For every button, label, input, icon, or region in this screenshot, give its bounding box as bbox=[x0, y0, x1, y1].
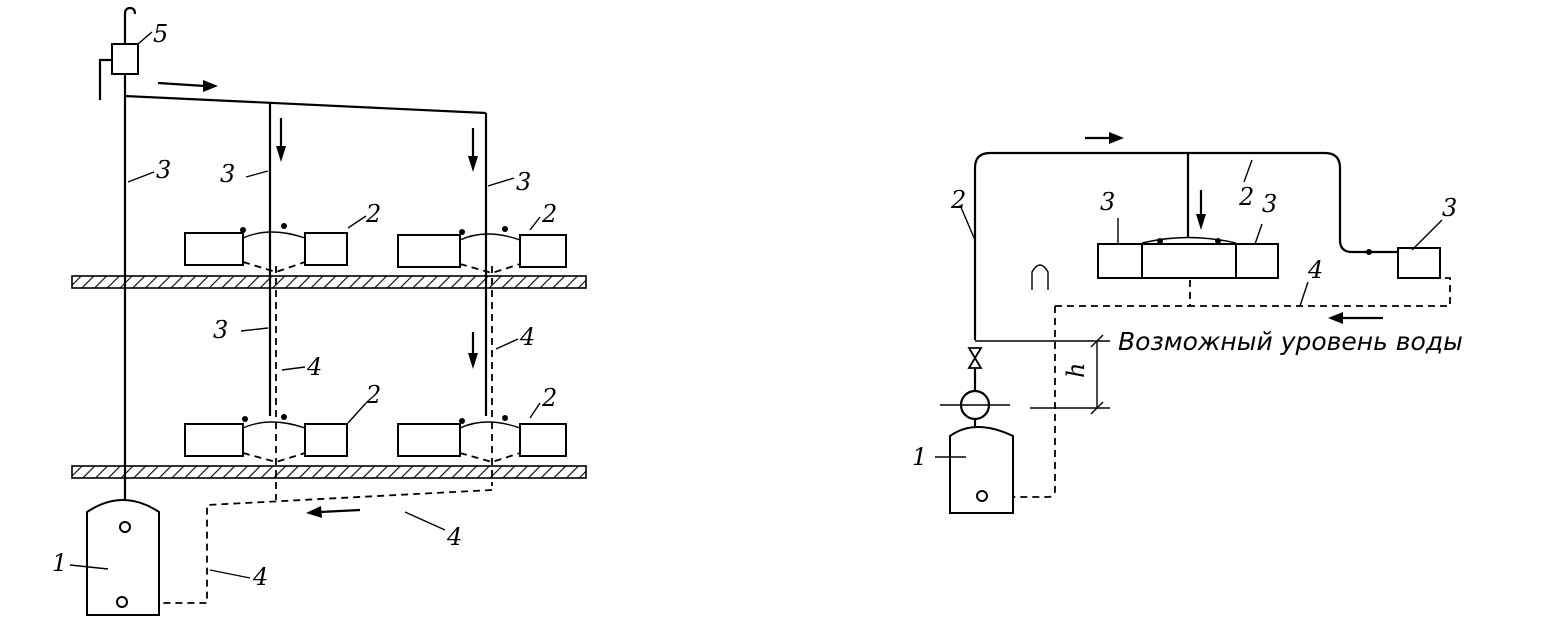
label-supply-riser-2: 3 bbox=[516, 168, 531, 196]
right-pump bbox=[940, 389, 1010, 426]
label-right-supply-main: 2 bbox=[1238, 183, 1254, 211]
flow-arrow-top bbox=[157, 80, 218, 92]
right-return-main bbox=[992, 306, 1056, 498]
right-down-arrow bbox=[1196, 190, 1206, 230]
right-scheme: Возможный уровень воды h bbox=[912, 132, 1463, 514]
radiator-group-upper-left bbox=[184, 223, 348, 273]
upper-floor-slab bbox=[71, 275, 587, 289]
label-right-boiler: 1 bbox=[912, 443, 927, 471]
lower-floor-slab bbox=[71, 465, 587, 479]
return-flow-arrow bbox=[306, 506, 361, 518]
right-air-vent bbox=[1031, 264, 1049, 290]
right-flow-arrow-top bbox=[1085, 132, 1124, 144]
expansion-tank bbox=[98, 6, 153, 100]
left-boiler bbox=[86, 499, 160, 616]
label-right-radiator-3: 3 bbox=[1442, 194, 1457, 222]
right-return-arrow bbox=[1328, 312, 1383, 324]
height-dimension bbox=[1030, 334, 1110, 415]
right-return-branch bbox=[1189, 277, 1451, 307]
left-scheme: 5 3 3 3 2 2 3 4 4 2 2 4 4 1 bbox=[52, 6, 587, 616]
radiator-group-lower-left bbox=[184, 414, 348, 463]
right-radiator-connector bbox=[1141, 236, 1237, 244]
down-arrow-riser-2 bbox=[468, 128, 478, 172]
label-right-radiator-2: 3 bbox=[1262, 190, 1277, 218]
label-return-to-boiler: 4 bbox=[252, 563, 268, 591]
radiator-group-lower-right bbox=[397, 415, 567, 463]
water-level-caption: Возможный уровень воды bbox=[1118, 327, 1463, 356]
radiator-group-upper-right bbox=[397, 226, 567, 274]
top-supply-main bbox=[124, 94, 487, 115]
label-radiator-lower-left: 2 bbox=[365, 381, 381, 409]
right-valve bbox=[967, 347, 983, 392]
label-right-radiator-1: 3 bbox=[1100, 188, 1115, 216]
label-supply-riser-main: 3 bbox=[156, 156, 171, 184]
label-return-main: 4 bbox=[446, 523, 462, 551]
label-return-riser-2: 4 bbox=[519, 323, 535, 351]
label-radiator-lower-right: 2 bbox=[541, 384, 557, 412]
label-height-h: h bbox=[1062, 363, 1090, 378]
return-main bbox=[128, 489, 493, 604]
down-arrow-riser-1 bbox=[276, 118, 286, 162]
label-supply-riser-1: 3 bbox=[220, 160, 235, 188]
label-supply-riser-lower: 3 bbox=[213, 316, 228, 344]
right-radiator-single bbox=[1397, 247, 1441, 279]
right-radiator-group bbox=[1097, 243, 1279, 279]
label-left-boiler: 1 bbox=[52, 549, 67, 577]
right-supply-main bbox=[973, 151, 1398, 340]
label-right-return: 4 bbox=[1307, 256, 1323, 284]
label-radiator-upper-right: 2 bbox=[541, 200, 557, 228]
label-radiator-upper-left: 2 bbox=[365, 200, 381, 228]
label-expansion-tank: 5 bbox=[153, 20, 168, 48]
label-right-supply-riser: 2 bbox=[950, 186, 966, 214]
down-arrow-riser-2-lower bbox=[468, 332, 478, 369]
right-boiler bbox=[949, 426, 1014, 514]
label-return-riser-1: 4 bbox=[306, 353, 322, 381]
